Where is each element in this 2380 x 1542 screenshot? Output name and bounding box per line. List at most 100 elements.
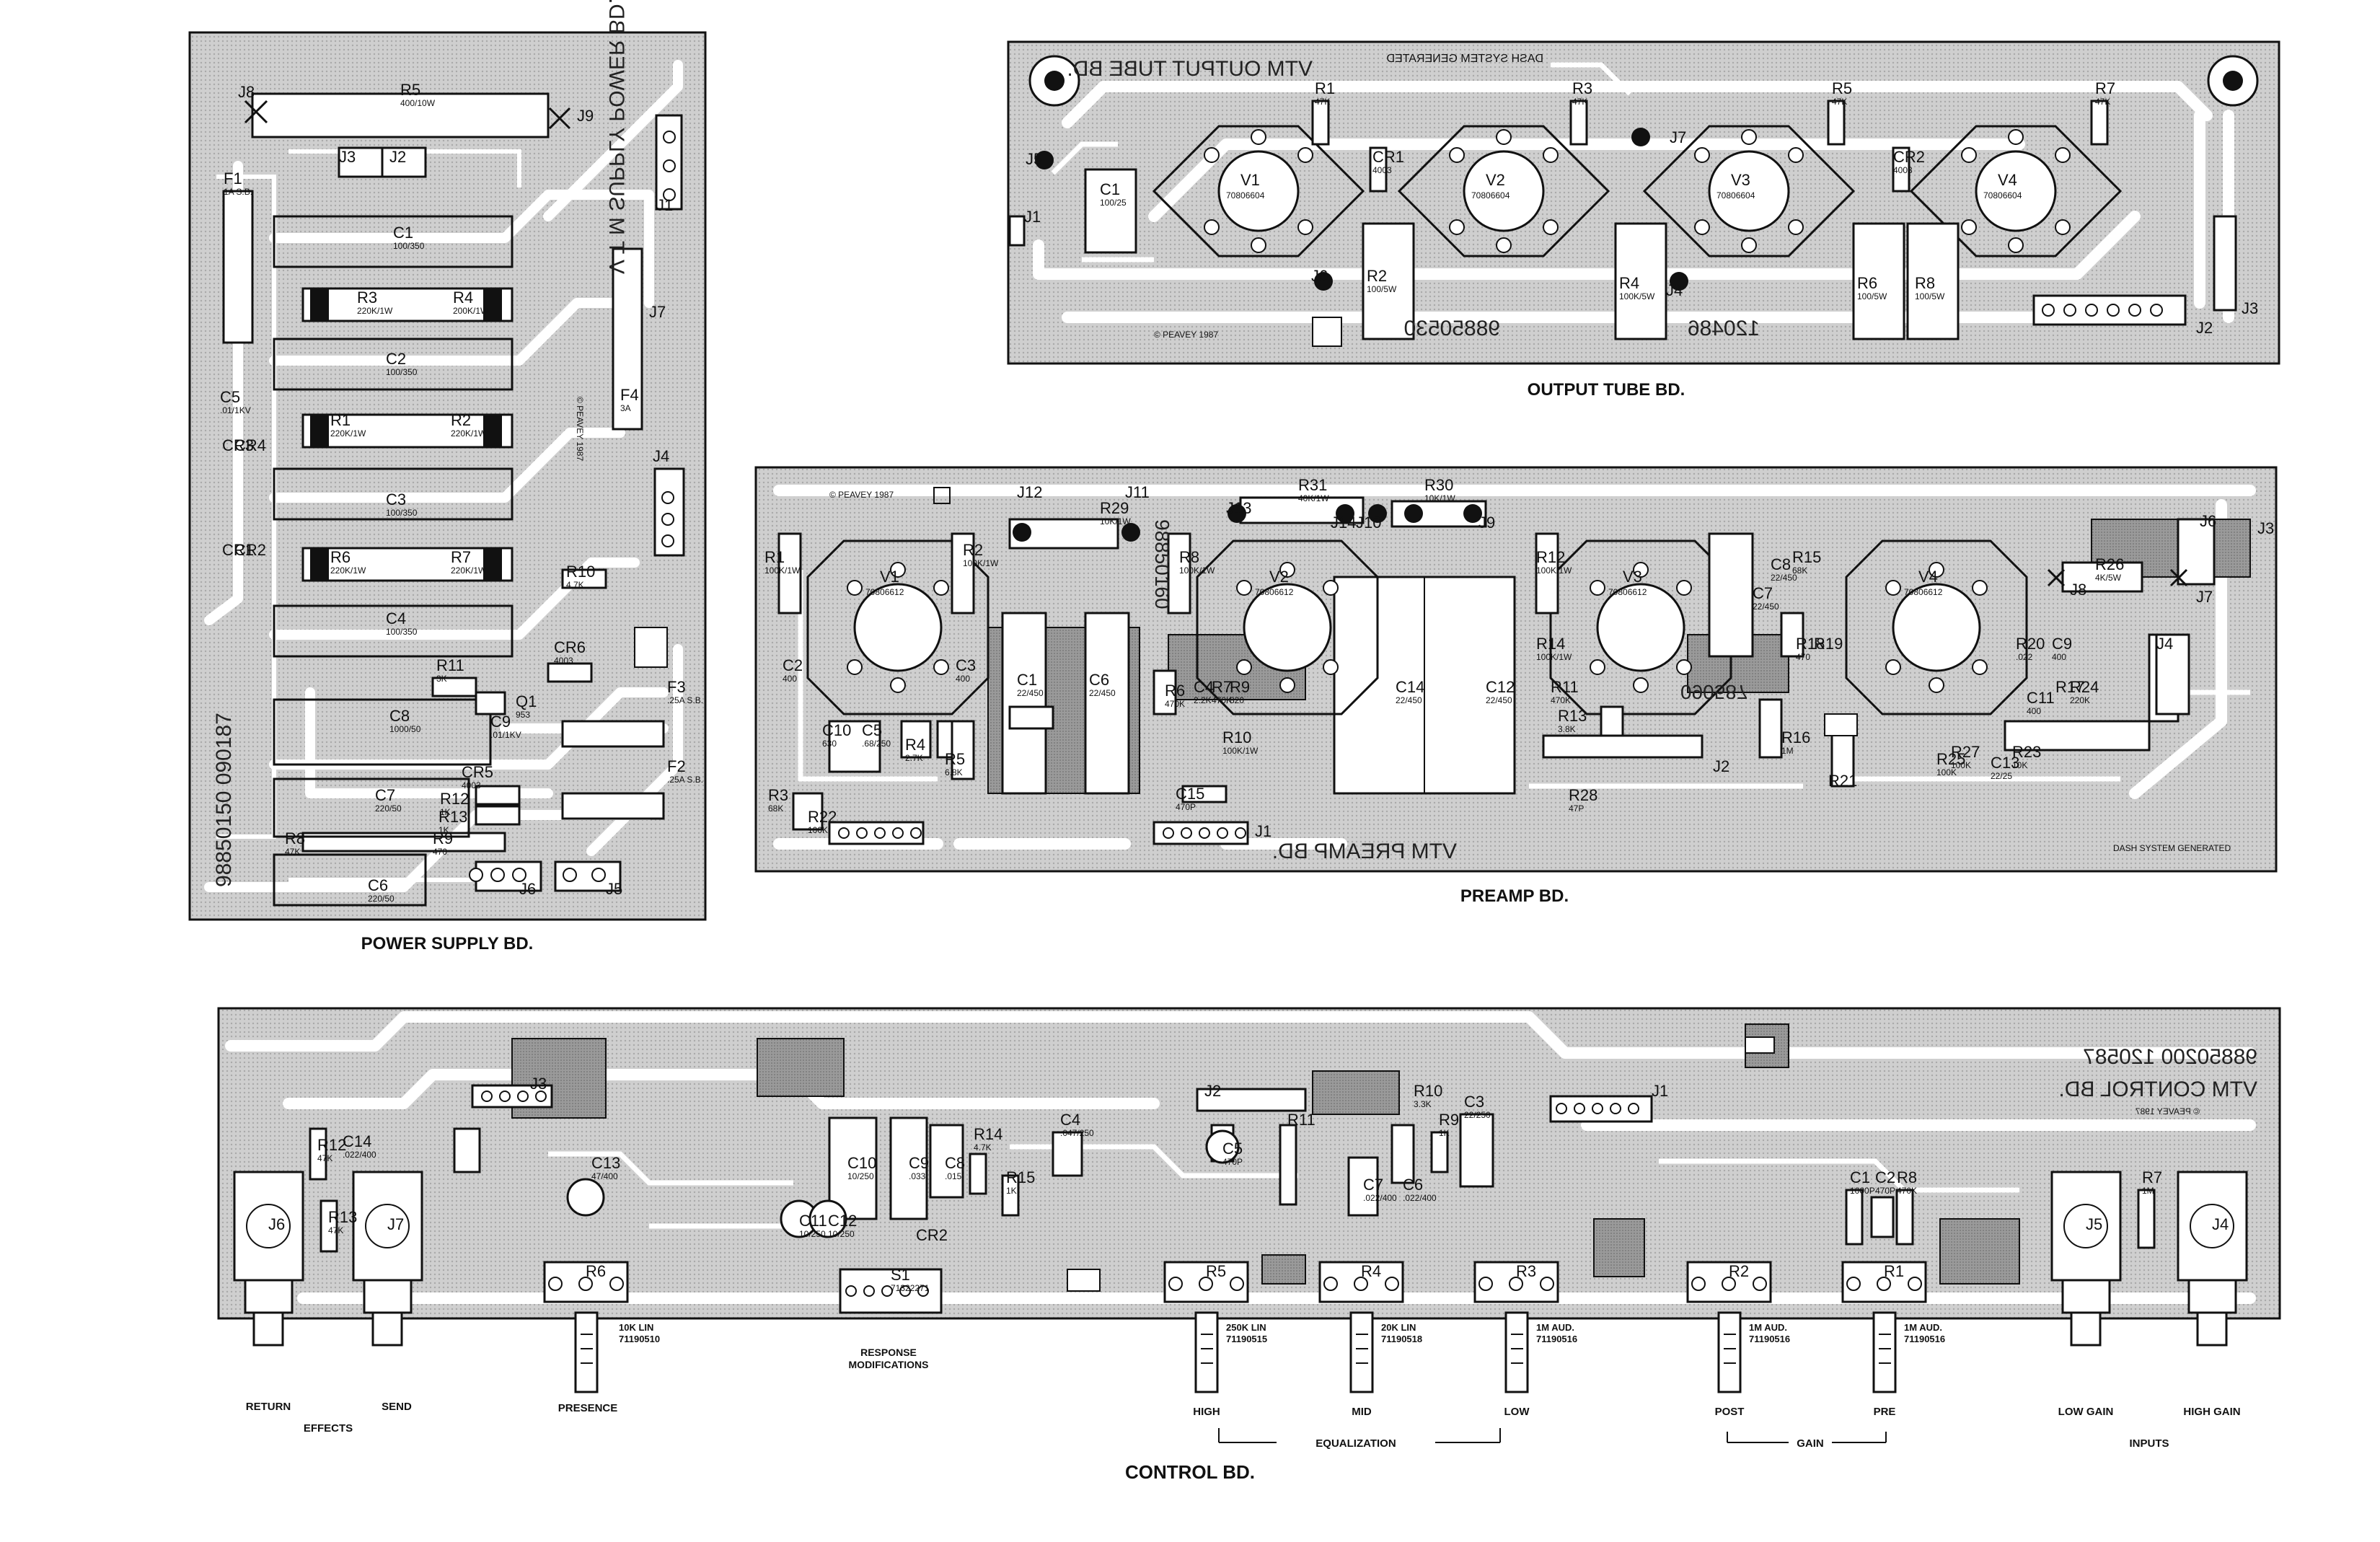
pot-r6-value: 10K LIN: [619, 1322, 653, 1333]
output-board-number-mirrored: 120486: [1688, 317, 1760, 340]
power-value-c9: .01/1KV: [490, 730, 521, 740]
control-ref-s1: S1: [891, 1266, 910, 1284]
preamp-ref-r25: R25: [1936, 750, 1965, 768]
preamp-value-c5: .68/250: [862, 739, 891, 749]
preamp-tube-v3: V3: [1623, 568, 1642, 586]
label-equalization: EQUALIZATION: [1315, 1437, 1396, 1450]
output-value-r1: 47K: [1315, 97, 1330, 107]
preamp-value-r30: 10K/1W: [1424, 493, 1455, 503]
label-send: SEND: [382, 1401, 412, 1413]
preamp-value-r29: 10K/1W: [1100, 516, 1131, 527]
power-value-f1: 1A S.B.: [224, 187, 252, 197]
control-ref-c9: C9: [909, 1154, 929, 1172]
power-ref-r9: R9: [433, 829, 453, 847]
preamp-tube-part-v1: 70806612: [865, 587, 904, 597]
control-ref-r14: R14: [974, 1125, 1002, 1143]
control-ref-r15: R15: [1006, 1168, 1035, 1186]
output-part-number-mirrored: 98850530: [1404, 317, 1500, 340]
pot-r3-part: 71190516: [1536, 1334, 1577, 1344]
preamp-ref-c2: C2: [783, 656, 803, 674]
preamp-ref-j9: J9: [1478, 514, 1495, 532]
preamp-value-c4: 2.2K: [1194, 695, 1212, 705]
preamp-ref-r30: R30: [1424, 476, 1453, 494]
output-tube-v1: V1: [1240, 171, 1260, 189]
pot-r5-part: 71190515: [1226, 1334, 1267, 1344]
power-ref-f4: F4: [620, 386, 639, 404]
control-ref-r5: R5: [1206, 1262, 1226, 1280]
power-ref-r6: R6: [330, 548, 351, 566]
preamp-ref-j7: J7: [2196, 588, 2213, 606]
output-value-r3: 47K: [1572, 97, 1587, 107]
output-value-cr2: 4003: [1893, 165, 1913, 175]
power-ref-j8: J8: [238, 83, 255, 101]
power-ref-j3: J3: [339, 148, 356, 166]
preamp-value-r14: 100K/1W: [1536, 652, 1572, 662]
power-ref-cr4: CR4: [234, 436, 266, 454]
power-value-r10: 4.7K: [566, 580, 584, 590]
control-ref-r1: R1: [1884, 1262, 1904, 1280]
preamp-ref-r21: R21: [1828, 772, 1857, 790]
preamp-ref-r3: R3: [768, 786, 788, 804]
power-value-r5: 400/10W: [400, 98, 436, 108]
control-value-c6: .022/400: [1403, 1193, 1437, 1203]
pot-r5-value: 250K LIN: [1226, 1322, 1266, 1333]
power-value-c5: .01/1KV: [220, 405, 251, 415]
preamp-ref-c10: C10: [822, 721, 851, 739]
power-ref-c9: C9: [490, 713, 511, 731]
control-value-c14: .022/400: [343, 1150, 376, 1160]
preamp-value-r9: 820: [1230, 695, 1244, 705]
power-ref-cr6: CR6: [554, 638, 586, 656]
control-value-c11: 10/250: [799, 1229, 826, 1239]
preamp-ref-r5: R5: [945, 750, 965, 768]
power-ref-r13: R13: [438, 808, 467, 826]
preamp-ref-j11: J11: [1125, 483, 1150, 501]
preamp-value-r20: .022: [2016, 652, 2033, 662]
preamp-ref-c7: C7: [1753, 584, 1773, 602]
output-ref-r5: R5: [1832, 79, 1852, 97]
output-value-cr1: 4003: [1372, 165, 1392, 175]
pot-r4-value: 20K LIN: [1381, 1322, 1416, 1333]
label-pre: PRE: [1874, 1406, 1896, 1418]
preamp-value-c11: 400: [2027, 706, 2041, 716]
preamp-ref-r27: R27: [1951, 743, 1980, 761]
preamp-value-r31: 40K/1W: [1298, 493, 1329, 503]
preamp-value-c8: 22/450: [1771, 573, 1797, 583]
label-high-gain: HIGH GAIN: [2183, 1406, 2240, 1418]
preamp-value-r28: 47P: [1569, 803, 1584, 814]
control-ref-c8: C8: [945, 1154, 965, 1172]
output-value-r7: 47K: [2095, 97, 2110, 107]
output-tube-caption: OUTPUT TUBE BD.: [1528, 380, 1685, 400]
preamp-ref-c11: C11: [2027, 689, 2055, 707]
power-ref-r12: R12: [440, 790, 469, 808]
power-value-r6: 220K/1W: [330, 565, 366, 576]
power-ref-j9: J9: [577, 107, 594, 125]
preamp-ref-r2: R2: [963, 541, 983, 559]
control-ref-r9: R9: [1439, 1111, 1459, 1129]
preamp-ref-j12: J12: [1017, 483, 1042, 501]
preamp-ref-r10: R10: [1222, 728, 1251, 746]
control-ref-r6: R6: [586, 1262, 606, 1280]
control-ref-j3: J3: [530, 1075, 547, 1093]
preamp-value-r24: 220K: [2070, 695, 2090, 705]
label-return: RETURN: [246, 1401, 291, 1413]
preamp-title-mirrored: VTM PREAMP BD.: [1272, 840, 1457, 863]
preamp-ref-r22: R22: [808, 808, 837, 826]
output-ref-r6: R6: [1857, 274, 1877, 292]
control-value-r7: 1M: [2142, 1186, 2154, 1196]
preamp-ref-r6: R6: [1165, 682, 1185, 700]
preamp-value-c6: 22/450: [1089, 688, 1116, 698]
preamp-ref-r29: R29: [1100, 499, 1129, 517]
control-value-c8: .015: [945, 1171, 962, 1181]
control-ref-c11: C11: [799, 1212, 827, 1230]
power-ref-cr3: CR3: [222, 436, 254, 454]
preamp-ref-r16: R16: [1781, 728, 1810, 746]
power-value-q1: 953: [516, 710, 530, 720]
power-ref-c6: C6: [368, 876, 388, 894]
preamp-ref-r13: R13: [1558, 707, 1587, 725]
preamp-value-r13: 3.8K: [1558, 724, 1576, 734]
preamp-value-c9: 400: [2052, 652, 2066, 662]
power-ref-r2: R2: [451, 411, 471, 429]
preamp-ref-r9: R9: [1230, 678, 1250, 696]
